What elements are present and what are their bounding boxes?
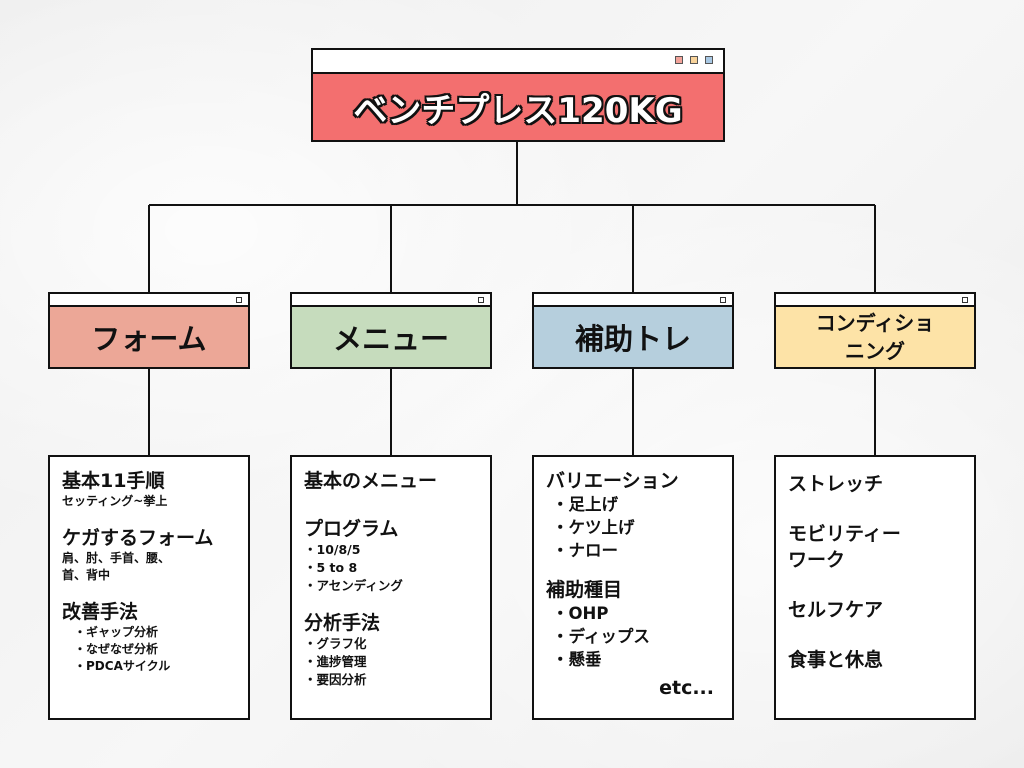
section-heading: 基本11手順 — [62, 470, 165, 492]
main-title: ベンチプレス120KG — [313, 74, 723, 140]
category-form-window: フォーム — [48, 292, 250, 369]
list-item: ・足上げ — [552, 495, 618, 514]
list-item: ・ディップス — [552, 627, 650, 646]
category-titlebar — [292, 294, 490, 307]
category-assist-title: 補助トレ — [534, 307, 732, 367]
section-subtext: セッティング~挙上 — [62, 494, 168, 508]
form-detail-box: 基本11手順 セッティング~挙上 ケガするフォーム 肩、肘、手首、腰、 首、背中… — [48, 455, 250, 720]
list-item: ・ケツ上げ — [552, 518, 635, 537]
window-dot-red — [675, 56, 683, 64]
window-dot — [236, 297, 242, 303]
window-dot — [962, 297, 968, 303]
category-condition-window: コンディショ ニング — [774, 292, 976, 369]
window-dot-blue — [705, 56, 713, 64]
section-subtext: 肩、肘、手首、腰、 — [62, 551, 171, 565]
category-menu-window: メニュー — [290, 292, 492, 369]
list-item: ・OHP — [552, 604, 609, 623]
list-item: ストレッチ — [788, 473, 884, 495]
window-dot-yellow — [690, 56, 698, 64]
category-assist-window: 補助トレ — [532, 292, 734, 369]
section-heading: 基本のメニュー — [304, 470, 438, 492]
section-heading: 補助種目 — [546, 579, 623, 601]
list-item: セルフケア — [788, 599, 884, 621]
section-subtext: 首、背中 — [62, 568, 111, 582]
list-item: ・PDCAサイクル — [74, 659, 171, 673]
list-item: ・5 to 8 — [304, 560, 358, 575]
menu-detail-box: 基本のメニュー プログラム ・10/8/5 ・5 to 8 ・アセンディング 分… — [290, 455, 492, 720]
category-titlebar — [50, 294, 248, 307]
list-item: ・ナロー — [552, 541, 618, 560]
condition-detail-box: ストレッチ モビリティー ワーク セルフケア 食事と休息 — [774, 455, 976, 720]
section-heading: ケガするフォーム — [62, 527, 214, 549]
list-item: ・ギャップ分析 — [74, 625, 159, 639]
category-form-title: フォーム — [50, 307, 248, 367]
list-item: モビリティー — [788, 523, 901, 545]
category-condition-title-line2: ニング — [844, 339, 905, 363]
window-dot — [720, 297, 726, 303]
window-dot — [478, 297, 484, 303]
list-item: ・懸垂 — [552, 650, 602, 669]
category-titlebar — [534, 294, 732, 307]
list-item: ・アセンディング — [304, 578, 403, 593]
section-heading: プログラム — [304, 518, 399, 540]
category-condition-title-line1: コンディショ — [815, 311, 935, 335]
etc-note: etc... — [659, 677, 714, 699]
section-heading: バリエーション — [546, 470, 679, 492]
list-item: ・グラフ化 — [304, 636, 367, 651]
list-item: 食事と休息 — [788, 649, 884, 671]
list-item: ・なぜなぜ分析 — [74, 642, 159, 656]
list-item: ・進捗管理 — [304, 654, 367, 669]
category-menu-title: メニュー — [292, 307, 490, 367]
section-heading: 分析手法 — [304, 612, 381, 634]
list-item: ・要因分析 — [304, 672, 367, 687]
list-item: ワーク — [788, 549, 846, 571]
list-item: ・10/8/5 — [304, 542, 361, 557]
assist-detail-box: バリエーション ・足上げ ・ケツ上げ ・ナロー 補助種目 ・OHP ・ディップス… — [532, 455, 734, 720]
section-heading: 改善手法 — [62, 601, 139, 623]
main-title-window: ベンチプレス120KG — [311, 48, 725, 142]
category-condition-title: コンディショ ニング — [776, 307, 974, 367]
main-window-titlebar — [313, 50, 723, 74]
category-titlebar — [776, 294, 974, 307]
